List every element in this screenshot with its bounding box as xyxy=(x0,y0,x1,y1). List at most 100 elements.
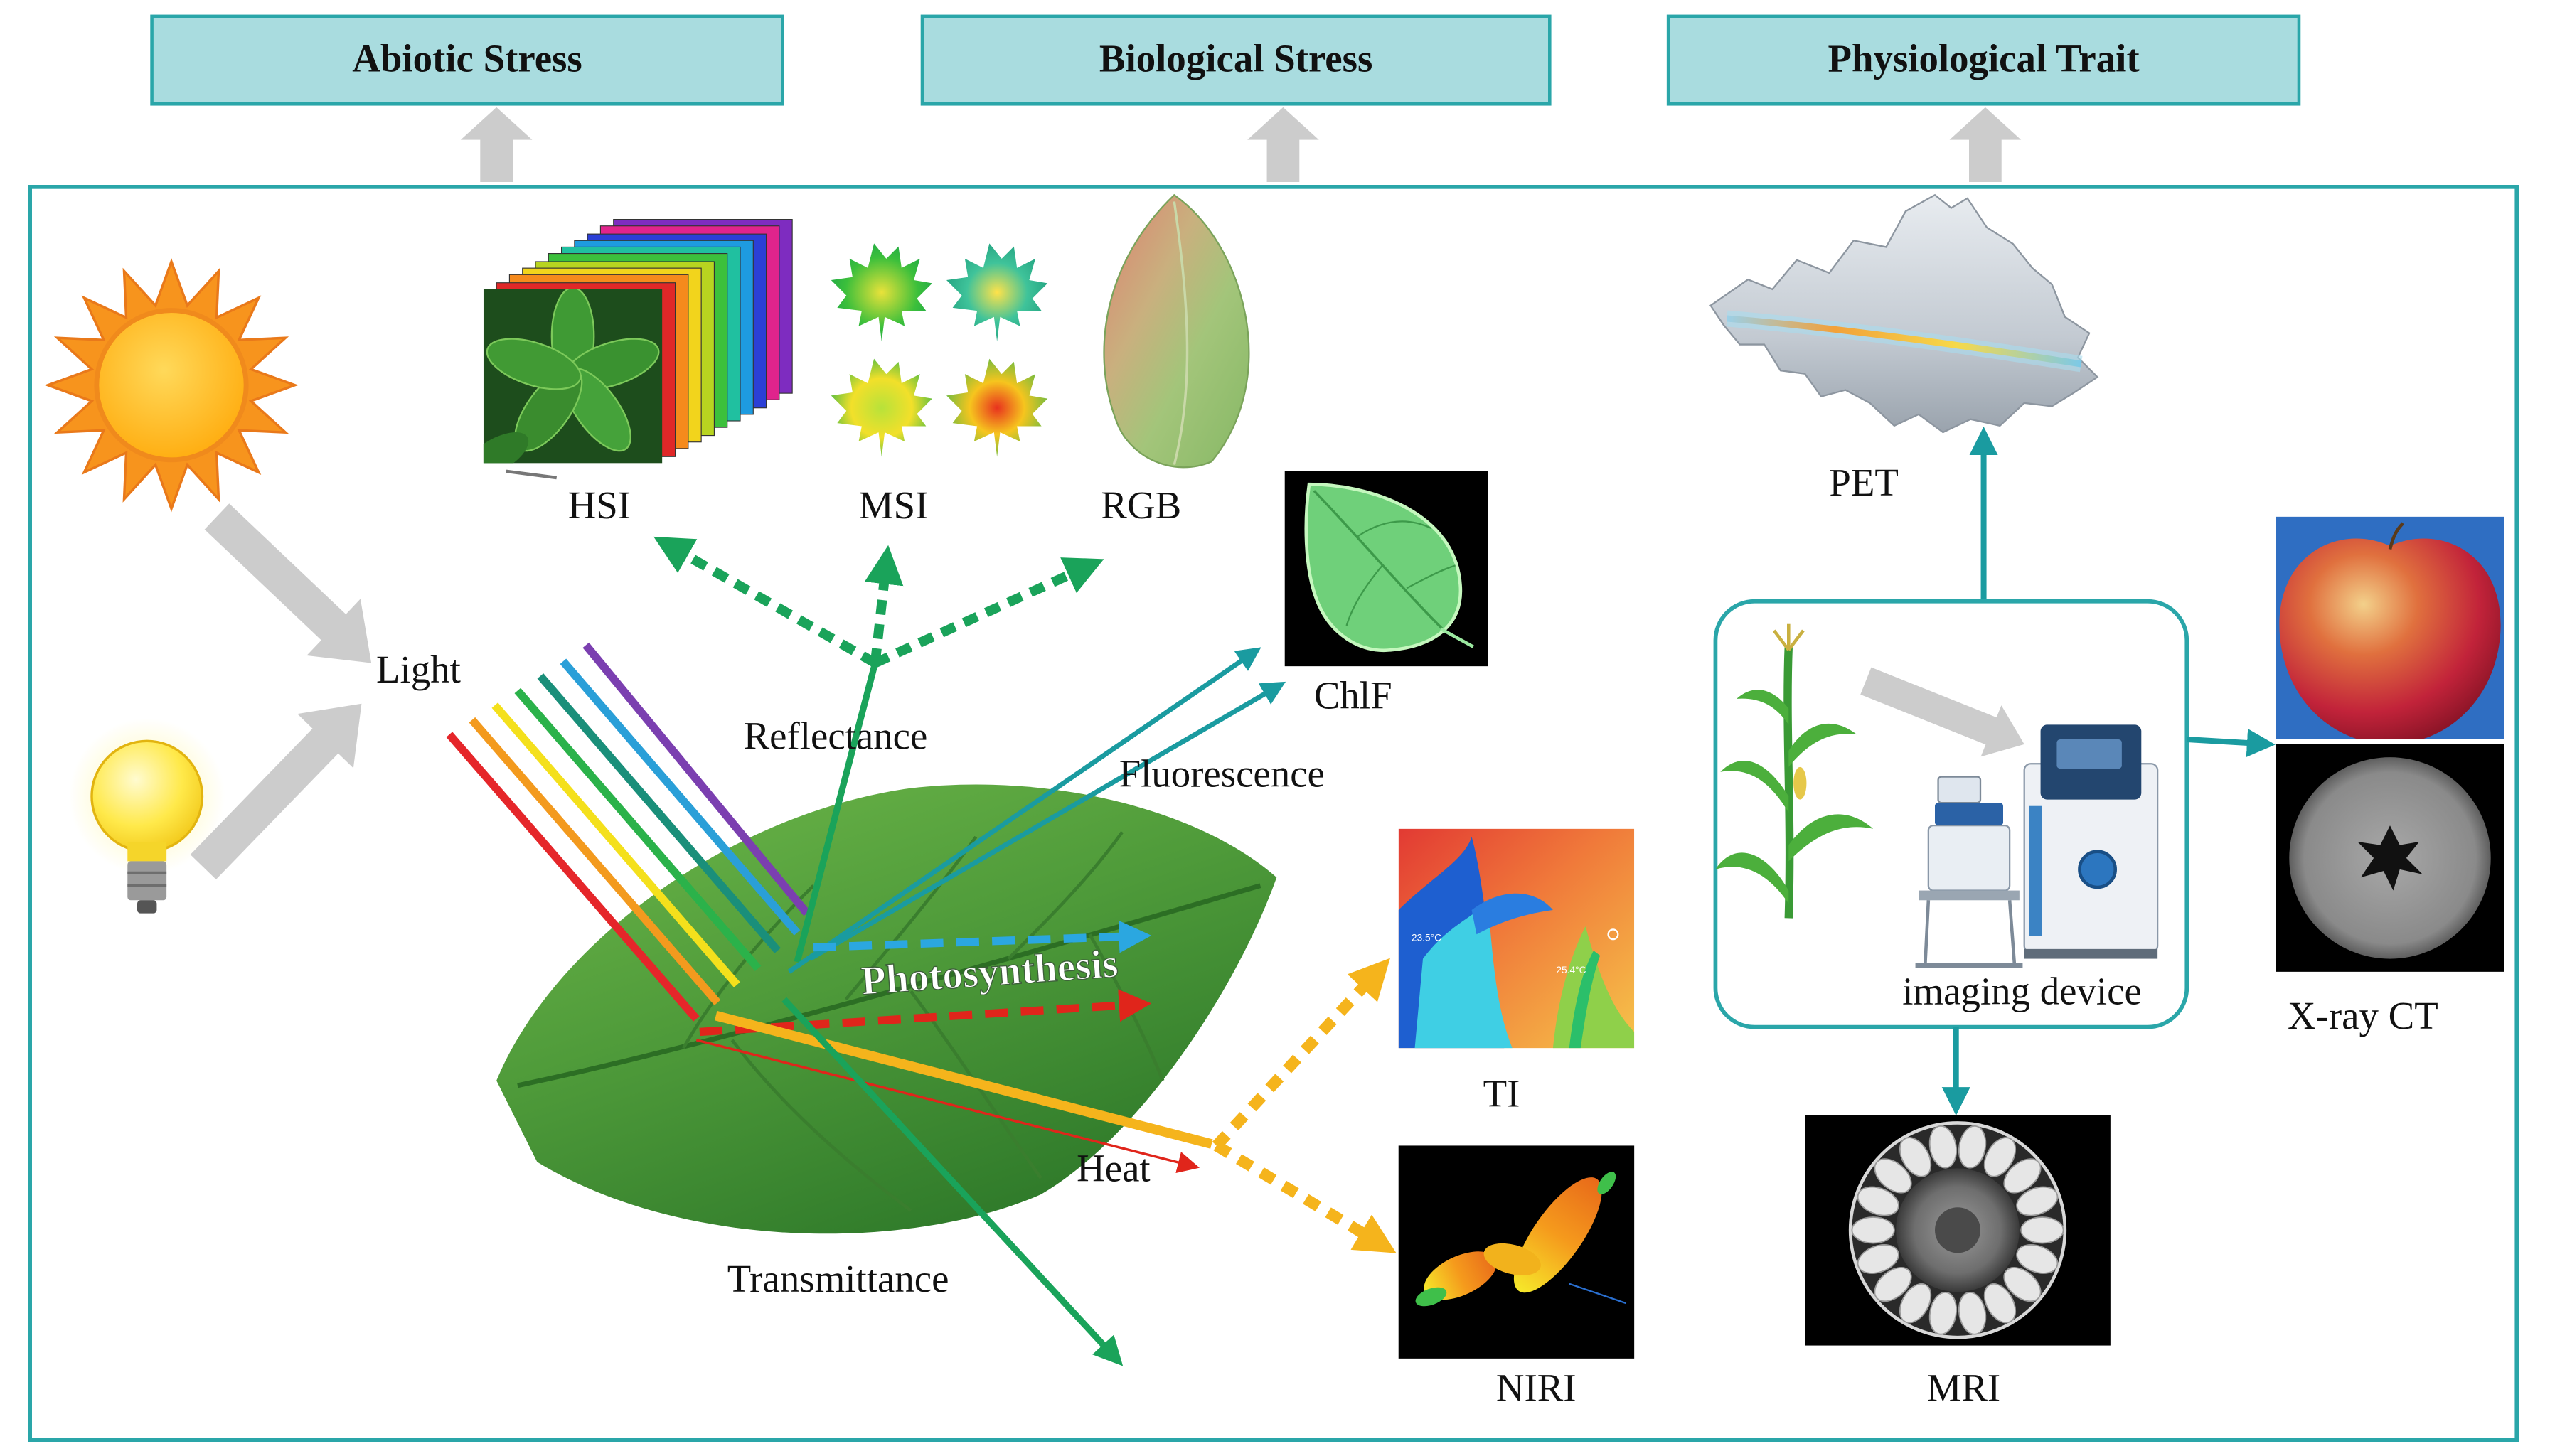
apple-photo xyxy=(2276,516,2504,739)
ti-plant-stem xyxy=(1569,951,1601,1049)
msi-label: MSI xyxy=(859,483,929,527)
leaf-vein xyxy=(1007,830,1124,960)
analyzer-base xyxy=(2024,948,2158,959)
chlf-stem xyxy=(1440,627,1474,648)
pet-image xyxy=(1709,193,2099,434)
mri-kernel-lobe xyxy=(1857,1186,1899,1216)
ray-teal xyxy=(537,673,781,953)
heat-to-niri-arrow xyxy=(1213,1140,1397,1253)
hsi-scale-bar xyxy=(506,469,558,480)
ray-green xyxy=(514,687,762,972)
up-arrow-biological xyxy=(1247,107,1319,182)
device-to-xray-arrow xyxy=(2187,729,2276,757)
leaf-illustration xyxy=(496,784,1277,1234)
xray-ct-label: X-ray CT xyxy=(2288,994,2438,1037)
rgb-leaf xyxy=(1103,193,1250,469)
header-physiological-trait-label: Physiological Trait xyxy=(1828,37,2140,80)
header-physiological-trait: Physiological Trait xyxy=(1666,14,2301,106)
header-abiotic-stress-label: Abiotic Stress xyxy=(352,37,582,80)
corn-tassel xyxy=(1772,629,1791,651)
pet-midrib xyxy=(1727,315,2082,368)
mri-kernel-lobe xyxy=(1983,1137,2017,1177)
apple-fruit xyxy=(2279,538,2501,739)
hsi-label: HSI xyxy=(568,483,631,527)
leaf-vein xyxy=(682,884,815,1049)
msi-leaf-2 xyxy=(946,243,1048,342)
mri-kernel-lobe xyxy=(1899,1137,1932,1177)
light-bulb-icon xyxy=(69,718,225,914)
msi-leaf-3 xyxy=(831,358,932,457)
pet-leaf xyxy=(1709,193,2099,434)
niri-leaf-edge xyxy=(1597,1172,1616,1194)
ray-purple xyxy=(582,642,811,916)
mri-kernel-ring xyxy=(1851,1125,2064,1335)
transmittance-arrow xyxy=(781,997,1124,1366)
corn-leaf xyxy=(1788,723,1857,767)
ti-plant-leaf xyxy=(1471,893,1553,935)
mri-kernel-lobe xyxy=(2016,1186,2059,1216)
corn-leaf xyxy=(1715,852,1789,904)
scanner-body xyxy=(1927,825,2011,892)
heat-yellow-arrow xyxy=(714,1010,1213,1149)
mri-kernel-lobe xyxy=(1928,1291,1958,1335)
imaging-device-panel: imaging device xyxy=(1713,599,2189,1029)
imaging-device-label: imaging device xyxy=(1902,970,2142,1013)
reflectance-label: Reflectance xyxy=(744,714,928,758)
up-arrow-physiological xyxy=(1949,107,2022,182)
sun-disc xyxy=(94,308,249,463)
up-arrow-abiotic xyxy=(460,107,533,182)
leaf-blade xyxy=(496,784,1277,1234)
ti-readout-2: 25.4°C xyxy=(1556,965,1586,975)
ti-label: TI xyxy=(1483,1072,1520,1115)
mri-kernel-lobe xyxy=(1958,1291,1987,1335)
reflectance-to-rgb-arrow xyxy=(873,557,1104,668)
msi-leaf-1 xyxy=(831,243,932,342)
transmittance-label: Transmittance xyxy=(727,1257,949,1300)
analyzer-side-strip xyxy=(2029,805,2042,936)
rgb-image xyxy=(1103,193,1250,469)
msi-leaf-4 xyxy=(946,358,1048,457)
leaf-vein xyxy=(730,1039,912,1212)
fluorescence-arrow-2 xyxy=(809,681,1286,961)
ti-image: 23.5°C 25.4°C xyxy=(1398,828,1635,1049)
mri-kernel-lobe xyxy=(1899,1283,1932,1324)
imaging-device-icon xyxy=(1915,724,2159,968)
corn-tassel xyxy=(1787,629,1805,651)
hsi-photo-leaf xyxy=(483,432,529,464)
mri-kernel-lobe xyxy=(2003,1158,2042,1194)
fluorescence-label: Fluorescence xyxy=(1119,751,1325,795)
niri-pod xyxy=(1483,1243,1541,1275)
analyzer-port xyxy=(2078,850,2117,889)
ti-marker xyxy=(1607,928,1619,941)
mri-kernel-lobe xyxy=(1851,1216,1895,1244)
mri-center xyxy=(1935,1207,1980,1253)
scanner-leg xyxy=(2007,900,2017,965)
hsi-image xyxy=(483,219,793,480)
photosynthesis-blue-arrow xyxy=(813,920,1152,953)
mri-image xyxy=(1805,1115,2111,1346)
analyzer-window xyxy=(2056,739,2122,769)
niri-label: NIRI xyxy=(1496,1366,1577,1409)
xray-core xyxy=(2357,825,2423,891)
corn-leaf xyxy=(1720,761,1789,813)
apple-stem xyxy=(2388,522,2404,550)
scanner-head xyxy=(1935,803,2003,826)
chlf-vein xyxy=(1345,564,1383,626)
niri-stem xyxy=(1569,1283,1627,1305)
bulb-tip xyxy=(137,900,157,914)
ray-blue xyxy=(560,658,801,936)
hsi-front-photo xyxy=(483,289,663,464)
chlf-image xyxy=(1284,471,1488,667)
corn-leaf xyxy=(1737,690,1789,725)
header-biological-stress-label: Biological Stress xyxy=(1099,37,1372,80)
heat-label: Heat xyxy=(1077,1147,1151,1190)
light-spectrum-rays xyxy=(446,642,811,1022)
bulb-to-light-arrow xyxy=(190,703,362,880)
mri-label: MRI xyxy=(1927,1366,2001,1409)
leaf-midrib xyxy=(517,883,1261,1088)
hsi-photo-leaf xyxy=(486,338,582,390)
mri-kernel-lobe xyxy=(1874,1267,1912,1302)
mri-kernel-lobe xyxy=(1874,1158,1912,1194)
header-abiotic-stress: Abiotic Stress xyxy=(150,14,784,106)
